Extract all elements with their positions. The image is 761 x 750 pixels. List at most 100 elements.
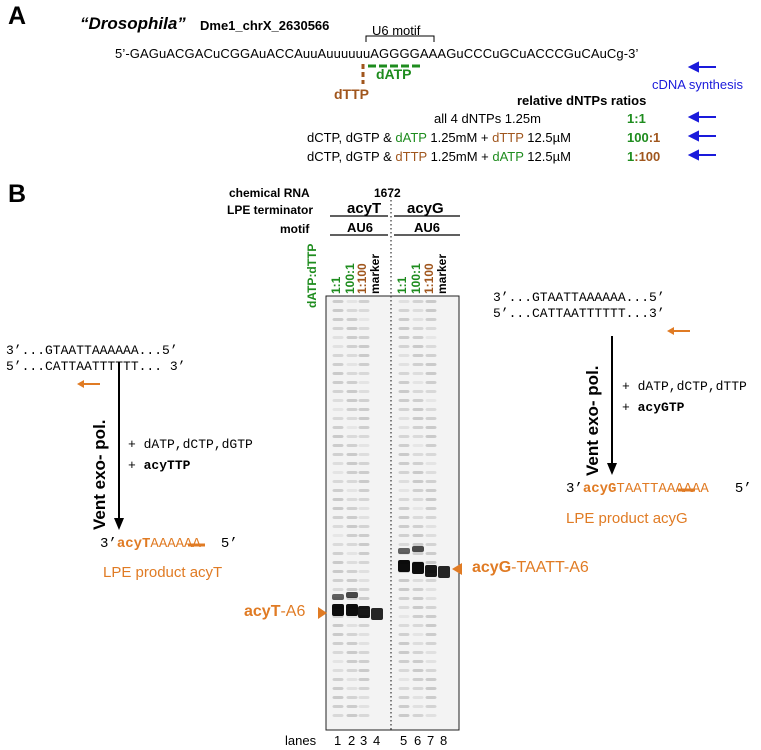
gel-ladder-band bbox=[425, 489, 437, 492]
gel-ladder-band bbox=[398, 615, 410, 618]
gel-ladder-band bbox=[332, 336, 344, 339]
condition-2-datp: dATP bbox=[395, 130, 427, 145]
gel-ladder-band bbox=[425, 381, 437, 384]
gel-ladder-band bbox=[412, 480, 424, 483]
condition-3-part: dCTP, dGTP & bbox=[307, 149, 396, 164]
gel-ladder-band bbox=[346, 381, 358, 384]
gel-ladder-band bbox=[332, 462, 344, 465]
gel-ladder-band bbox=[398, 642, 410, 645]
gel-ladder-band bbox=[425, 363, 437, 366]
gel-ladder-band bbox=[425, 678, 437, 681]
acyt-product-band bbox=[332, 604, 344, 616]
gel-ladder-band bbox=[412, 507, 424, 510]
left-reagents-2-prefix: + bbox=[128, 458, 144, 473]
gel-ladder-band bbox=[412, 408, 424, 411]
lane-number-1: 1 bbox=[334, 733, 342, 748]
chemical-rna-value: 1672 bbox=[374, 186, 401, 200]
gel-ladder-band bbox=[425, 669, 437, 672]
gel-ladder-band bbox=[358, 300, 370, 303]
gel-ladder-band bbox=[346, 579, 358, 582]
gel-ladder-band bbox=[412, 660, 424, 663]
gel-ladder-band bbox=[398, 453, 410, 456]
gel-ladder-band bbox=[425, 345, 437, 348]
gel-ladder-band bbox=[332, 417, 344, 420]
gel-ladder-band bbox=[332, 408, 344, 411]
gel-ladder-band bbox=[346, 408, 358, 411]
gel-ladder-band bbox=[425, 399, 437, 402]
gel-ladder-band bbox=[332, 489, 344, 492]
gel-image bbox=[325, 188, 460, 731]
gel-ladder-band bbox=[358, 381, 370, 384]
gel-ladder-band bbox=[358, 408, 370, 411]
right-strand-bottom: 5’...CATTAATTTTTT...3’ bbox=[493, 306, 665, 321]
gel-ladder-band bbox=[346, 669, 358, 672]
gel-ladder-band bbox=[358, 516, 370, 519]
gel-ladder-band bbox=[346, 570, 358, 573]
gel-ladder-band bbox=[346, 525, 358, 528]
gel-ladder-band bbox=[425, 444, 437, 447]
gel-ladder-band bbox=[346, 453, 358, 456]
gel-ladder-band bbox=[346, 678, 358, 681]
gel-ladder-band bbox=[332, 309, 344, 312]
gel-ladder-band bbox=[358, 633, 370, 636]
gel-ladder-band bbox=[398, 624, 410, 627]
acyg-upper-band bbox=[412, 546, 424, 552]
gel-ladder-band bbox=[412, 606, 424, 609]
gel-ladder-band bbox=[425, 651, 437, 654]
gel-ladder-band bbox=[358, 588, 370, 591]
lane-number-8: 8 bbox=[440, 733, 448, 748]
gel-ladder-band bbox=[332, 525, 344, 528]
gel-ladder-band bbox=[412, 534, 424, 537]
right-product-suffix: 5’ bbox=[734, 481, 752, 497]
gel-ladder-band bbox=[412, 372, 424, 375]
gel-ladder-band bbox=[398, 651, 410, 654]
gel-ladder-band bbox=[346, 309, 358, 312]
gel-ladder-band bbox=[358, 678, 370, 681]
right-strand-top: 3’...GTAATTAAAAAA...5’ bbox=[493, 290, 665, 305]
acyg-product-band bbox=[438, 566, 450, 578]
gel-ladder-band bbox=[332, 318, 344, 321]
condition-row-3: dCTP, dGTP & dTTP 1.25mM + dATP 12.5µM bbox=[307, 149, 571, 164]
gel-ladder-band bbox=[412, 597, 424, 600]
gel-ladder-band bbox=[398, 399, 410, 402]
gel-ladder-band bbox=[332, 570, 344, 573]
gel-ladder-band bbox=[412, 687, 424, 690]
gel-ladder-band bbox=[332, 642, 344, 645]
right-product-seq: TAATTAAAAAA bbox=[616, 481, 709, 497]
gel-ladder-band bbox=[346, 642, 358, 645]
right-reagents-1: + dATP,dCTP,dTTP bbox=[622, 379, 747, 394]
gel-ladder-band bbox=[358, 651, 370, 654]
gel-ladder-band bbox=[358, 309, 370, 312]
gel-ladder-band bbox=[398, 507, 410, 510]
gel-ladder-band bbox=[358, 552, 370, 555]
left-reagents-2: + acyTTP bbox=[128, 458, 190, 473]
gel-ladder-band bbox=[425, 462, 437, 465]
condition-3-datp: dATP bbox=[492, 149, 524, 164]
left-strand-bottom: 5’...CATTAATTTTTT... 3’ bbox=[6, 359, 186, 374]
gel-ladder-band bbox=[398, 516, 410, 519]
motif-label: motif bbox=[280, 222, 310, 236]
gel-ladder-band bbox=[412, 669, 424, 672]
gel-ladder-band bbox=[425, 507, 437, 510]
gel-ladder-band bbox=[332, 444, 344, 447]
gel-ladder-band bbox=[346, 633, 358, 636]
acyg-band-bold: acyG bbox=[472, 559, 512, 576]
condition-row-2: dCTP, dGTP & dATP 1.25mM + dTTP 12.5µM bbox=[307, 130, 571, 145]
left-product-label: LPE product acyT bbox=[103, 564, 223, 581]
right-reagents-2: + acyGTP bbox=[622, 400, 684, 415]
gel-ladder-band bbox=[346, 534, 358, 537]
gel-ladder-band bbox=[398, 390, 410, 393]
gel-ladder-band bbox=[346, 390, 358, 393]
gel-ladder-band bbox=[425, 525, 437, 528]
gel-ladder-band bbox=[425, 471, 437, 474]
gel-ladder-band bbox=[358, 471, 370, 474]
gel-ladder-band bbox=[425, 579, 437, 582]
right-product-label: LPE product acyG bbox=[566, 510, 688, 527]
gel-ladder-band bbox=[412, 453, 424, 456]
gel-ladder-band bbox=[346, 498, 358, 501]
gel-ladder-band bbox=[412, 300, 424, 303]
gel-ladder-band bbox=[346, 399, 358, 402]
gel-ladder-band bbox=[332, 300, 344, 303]
gel-ladder-band bbox=[412, 543, 424, 546]
gel-ladder-band bbox=[412, 399, 424, 402]
